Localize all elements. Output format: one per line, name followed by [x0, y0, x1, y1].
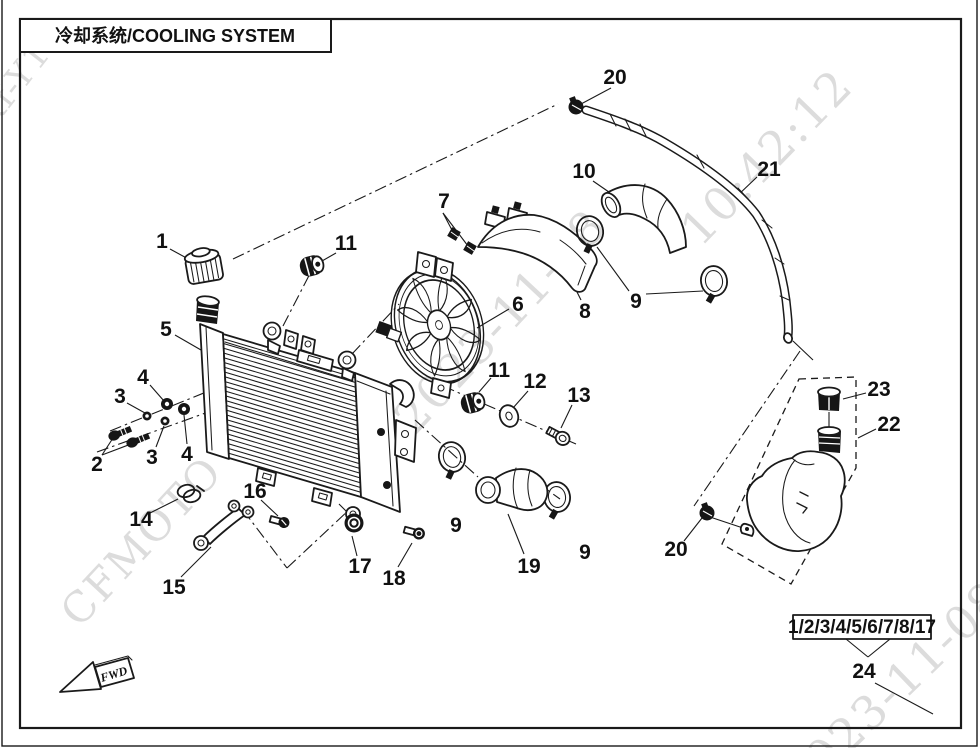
radiator	[196, 295, 417, 522]
bolt	[268, 515, 290, 529]
radiator-cap	[183, 247, 224, 285]
support-bracket	[193, 499, 255, 551]
mount-bolt	[108, 425, 133, 441]
washer	[498, 404, 520, 428]
hose-clip	[176, 483, 205, 504]
part-label-9: 9	[579, 541, 591, 564]
watermark-text: 2023-11-08	[773, 570, 980, 748]
cooling-fan	[375, 251, 485, 399]
part-label-14: 14	[129, 508, 153, 531]
legend-part-list: 1/2/3/4/5/6/7/8/17	[788, 617, 936, 638]
part-label-3: 3	[146, 446, 158, 469]
part-label-2: 2	[91, 453, 103, 476]
washer-small	[142, 411, 170, 426]
mount-bolt	[126, 432, 151, 448]
radiator-fins	[223, 338, 361, 493]
part-label-12: 12	[523, 370, 546, 393]
reservoir-hose	[581, 105, 794, 344]
grommet-small	[161, 398, 190, 415]
part-label-20: 20	[603, 66, 626, 89]
part-label-10: 10	[572, 160, 595, 183]
part-label-11: 11	[335, 232, 358, 255]
hose-clamp	[700, 265, 728, 304]
rubber-grommet	[460, 392, 486, 414]
part-label-1: 1	[156, 230, 168, 253]
part-label-9: 9	[450, 514, 462, 537]
part-label-22: 22	[877, 413, 900, 436]
part-label-11: 11	[488, 359, 511, 382]
fan-nuts	[447, 227, 477, 255]
hose-clamp	[575, 215, 605, 254]
wire-clamp-top	[568, 96, 584, 115]
part-label-15: 15	[162, 576, 186, 599]
upper-radiator-hose	[600, 183, 687, 254]
reservoir-tank	[739, 426, 846, 552]
part-label-4: 4	[137, 366, 149, 389]
hose-clamp	[437, 441, 467, 480]
leader-lines	[101, 87, 877, 578]
part-label-18: 18	[382, 567, 406, 590]
wire-clamp-bottom	[699, 502, 715, 521]
bolt	[402, 525, 425, 540]
reservoir-cap	[817, 386, 841, 429]
fwd-direction-icon: FWD	[59, 655, 135, 693]
part-label-4: 4	[181, 443, 193, 466]
diagram-title: 冷却系统/COOLING SYSTEM	[55, 25, 295, 46]
part-label-13: 13	[567, 384, 590, 407]
part-label-20: 20	[664, 538, 687, 561]
part-label-6: 6	[512, 293, 524, 316]
part-label-3: 3	[114, 385, 126, 408]
air-deflector-bracket	[477, 201, 598, 293]
part-label-23: 23	[867, 378, 890, 401]
part-label-5: 5	[160, 318, 172, 341]
part-label-16: 16	[243, 480, 266, 503]
part-label-17: 17	[348, 555, 371, 578]
part-label-7: 7	[438, 190, 450, 213]
part-label-19: 19	[517, 555, 540, 578]
outlet-elbow-hose	[475, 467, 549, 512]
bolt	[545, 425, 571, 446]
fan-blades	[397, 273, 481, 377]
rubber-grommet	[299, 255, 325, 277]
part-label-21: 21	[757, 158, 781, 181]
grommet	[344, 513, 364, 533]
part-label-8: 8	[579, 300, 591, 323]
legend: 1/2/3/4/5/6/7/8/17	[788, 614, 936, 715]
part-label-24: 24	[852, 660, 876, 683]
part-label-9: 9	[630, 290, 642, 313]
